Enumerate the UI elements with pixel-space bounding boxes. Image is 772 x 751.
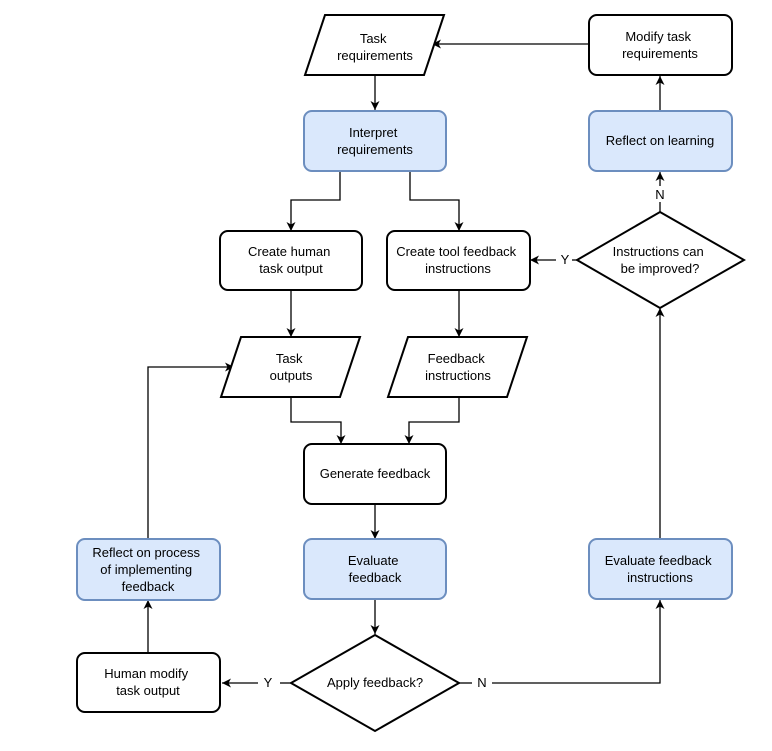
node-feedback-instructions: Feedback instructions bbox=[386, 336, 529, 398]
node-instructions-can-be-improved: Instructions can be improved? bbox=[575, 210, 747, 310]
node-create-human-task-output: Create human task output bbox=[219, 230, 363, 291]
node-label: Generate feedback bbox=[320, 466, 431, 481]
node-label: Reflect on process of implementing feedb… bbox=[92, 545, 203, 594]
node-create-tool-feedback-instructions: Create tool feedback instructions bbox=[386, 230, 531, 291]
edge-apply-no-to-evaluate-instructions bbox=[492, 600, 665, 684]
edge-label-apply-yes: Y bbox=[264, 675, 273, 690]
node-task-requirements: Task requirements bbox=[303, 14, 446, 76]
node-task-outputs: Task outputs bbox=[219, 336, 362, 398]
node-human-modify-task-output: Human modify task output bbox=[76, 652, 221, 713]
node-apply-feedback: Apply feedback? bbox=[288, 633, 462, 733]
edge-label-apply-no: N bbox=[477, 675, 486, 690]
node-label: Instructions can be improved? bbox=[613, 244, 708, 276]
connectors bbox=[143, 39, 665, 688]
node-interpret-requirements: Interpret requirements bbox=[303, 110, 447, 172]
node-reflect-on-process: Reflect on process of implementing feedb… bbox=[76, 538, 221, 601]
node-evaluate-feedback-instructions: Evaluate feedback instructions bbox=[588, 538, 733, 600]
edge-feedback-instructions-to-generate bbox=[404, 397, 460, 444]
node-label: Modify task requirements bbox=[622, 29, 698, 61]
edge-reflect-process-to-task-outputs bbox=[147, 362, 234, 539]
node-modify-task-requirements: Modify task requirements bbox=[588, 14, 733, 76]
edge-labels: Y N Y N bbox=[264, 187, 665, 690]
edge-task-outputs-to-generate bbox=[290, 397, 346, 444]
node-label: Task outputs bbox=[270, 351, 313, 383]
node-reflect-on-learning: Reflect on learning bbox=[588, 110, 733, 172]
node-label: Apply feedback? bbox=[327, 675, 423, 690]
node-label: Create human task output bbox=[248, 244, 334, 276]
edge-label-improved-yes: Y bbox=[561, 252, 570, 267]
edge-interpret-to-create-human bbox=[286, 171, 341, 231]
node-generate-feedback: Generate feedback bbox=[303, 443, 447, 505]
node-label: Evaluate feedback bbox=[348, 553, 402, 585]
edge-interpret-to-create-tool bbox=[409, 171, 464, 231]
node-label: Create tool feedback instructions bbox=[396, 244, 520, 276]
node-label: Evaluate feedback instructions bbox=[605, 553, 716, 585]
node-label: Reflect on learning bbox=[606, 133, 714, 148]
node-label: Feedback instructions bbox=[425, 351, 491, 383]
edge-label-improved-no: N bbox=[655, 187, 664, 202]
node-evaluate-feedback: Evaluate feedback bbox=[303, 538, 447, 600]
node-label: Human modify task output bbox=[104, 666, 191, 698]
node-label: Interpret requirements bbox=[337, 125, 413, 157]
node-label: Task requirements bbox=[337, 31, 413, 63]
